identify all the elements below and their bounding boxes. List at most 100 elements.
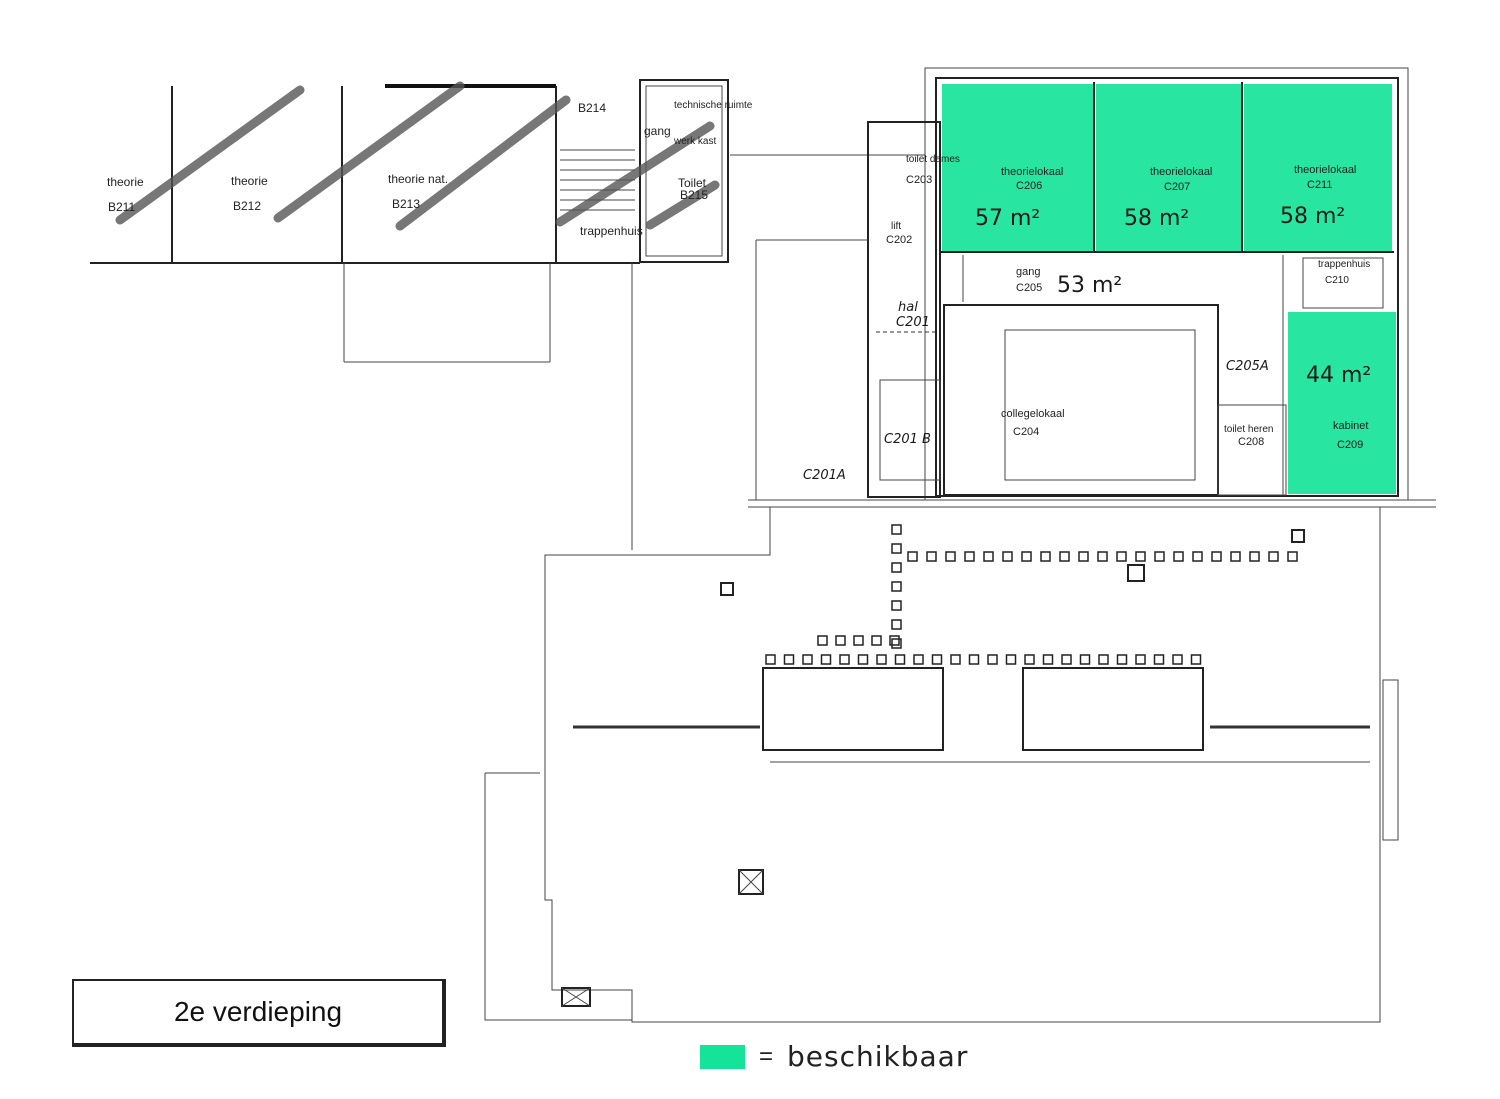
svg-text:theorie: theorie: [231, 174, 268, 188]
room-c206-fill: [942, 84, 1094, 252]
railing-post: [1061, 654, 1072, 665]
railing-post: [950, 654, 961, 665]
svg-text:C209: C209: [1337, 439, 1363, 451]
svg-text:toilet dames: toilet dames: [906, 154, 960, 165]
svg-text:44 m²: 44 m²: [1306, 363, 1371, 388]
svg-text:C201: C201: [896, 315, 930, 330]
railing-post: [1078, 551, 1089, 562]
railing-post: [1190, 654, 1202, 665]
railing-post: [1249, 551, 1260, 562]
svg-text:lift: lift: [891, 221, 901, 232]
railing-post: [968, 654, 980, 665]
svg-text:B212: B212: [233, 199, 261, 213]
svg-text:C205A: C205A: [1226, 359, 1269, 374]
railing-post: [891, 581, 902, 592]
svg-text:C203: C203: [906, 174, 932, 186]
railing-post: [817, 635, 828, 646]
railing-post: [1135, 654, 1146, 665]
railing-post: [1211, 551, 1222, 562]
svg-text:B211: B211: [108, 200, 135, 214]
railing-post: [1059, 551, 1070, 562]
railing-post: [891, 543, 902, 554]
svg-text:toilet heren: toilet heren: [1224, 424, 1273, 435]
legend-swatch-available: [700, 1044, 745, 1069]
svg-text:collegelokaal: collegelokaal: [1001, 408, 1065, 420]
railing-post: [783, 654, 795, 665]
railing-post: [1021, 551, 1032, 562]
room-c211-fill: [1244, 84, 1392, 252]
svg-text:C201 B: C201 B: [884, 432, 931, 447]
railing-post: [802, 654, 813, 665]
svg-text:trappenhuis: trappenhuis: [580, 224, 643, 238]
svg-text:C204: C204: [1013, 426, 1039, 438]
railing-post: [894, 654, 906, 665]
legend-equals: =: [759, 1042, 774, 1070]
wing-b-labels: theorie B211 theorie B212 theorie nat. B…: [107, 100, 753, 238]
railing-post: [926, 551, 937, 562]
railing-post: [1154, 551, 1165, 562]
railing-post: [891, 638, 902, 649]
svg-text:58 m²: 58 m²: [1280, 204, 1345, 229]
railing-post: [1172, 654, 1183, 665]
svg-text:trappenhuis: trappenhuis: [1318, 259, 1370, 270]
railing-post: [891, 600, 902, 611]
wing-b-walls: [90, 79, 925, 550]
svg-text:B213: B213: [392, 197, 420, 211]
railing-post: [835, 635, 846, 646]
railing-post: [1230, 551, 1241, 562]
railing-post: [945, 551, 956, 562]
railing-post: [983, 551, 994, 562]
railing-post: [1153, 654, 1165, 665]
svg-text:B214: B214: [578, 101, 606, 115]
wing-c-labels: theorielokaal C206 57 m² theorielokaal C…: [803, 154, 1371, 483]
available-rooms: [940, 82, 1396, 494]
railing-post: [871, 635, 882, 646]
legend-label: beschikbaar: [787, 1040, 969, 1073]
railing-post: [1005, 654, 1017, 665]
svg-text:theorie: theorie: [107, 175, 144, 189]
railing-post: [1116, 654, 1128, 665]
railing-post: [839, 654, 850, 665]
svg-text:theorie nat.: theorie nat.: [388, 172, 448, 186]
railing-post: [891, 619, 902, 630]
railing-post: [853, 635, 864, 646]
railing-post: [1002, 551, 1013, 562]
railing-post: [907, 551, 918, 562]
svg-text:C210: C210: [1325, 275, 1349, 286]
svg-text:58 m²: 58 m²: [1124, 206, 1189, 231]
svg-text:kabinet: kabinet: [1333, 420, 1368, 432]
railing-post: [1268, 551, 1279, 562]
wing-c-walls: [748, 67, 1436, 508]
railing-post: [1097, 551, 1108, 562]
railing-post: [1024, 654, 1035, 665]
svg-text:theorielokaal: theorielokaal: [1150, 166, 1212, 178]
svg-text:C202: C202: [886, 234, 912, 246]
railing-post: [765, 654, 776, 665]
railing-post: [987, 654, 998, 665]
room-c207-fill: [1096, 84, 1242, 252]
svg-text:C207: C207: [1164, 181, 1190, 193]
svg-text:C205: C205: [1016, 282, 1042, 294]
svg-text:Toilet: Toilet: [678, 176, 707, 190]
svg-text:gang: gang: [644, 124, 671, 138]
floor-title: 2e verdieping: [72, 979, 446, 1047]
svg-text:C208: C208: [1238, 436, 1264, 448]
svg-text:C201A: C201A: [803, 468, 846, 483]
railing-post: [913, 654, 924, 665]
railing-post: [1135, 551, 1146, 562]
railing-post: [1116, 551, 1127, 562]
svg-text:theorielokaal: theorielokaal: [1294, 164, 1356, 176]
svg-text:57 m²: 57 m²: [975, 206, 1040, 231]
svg-text:53 m²: 53 m²: [1057, 273, 1122, 298]
room-c209-fill: [1288, 312, 1396, 494]
svg-text:technische ruimte: technische ruimte: [674, 100, 753, 111]
railing-post: [1042, 654, 1054, 665]
svg-text:werk kast: werk kast: [673, 136, 716, 147]
railing-post: [931, 654, 943, 665]
railing-post: [964, 551, 975, 562]
railing-post: [889, 635, 900, 646]
svg-text:hal: hal: [898, 300, 918, 315]
railing-posts: [765, 524, 1298, 665]
roof-outline: [484, 507, 1399, 1023]
